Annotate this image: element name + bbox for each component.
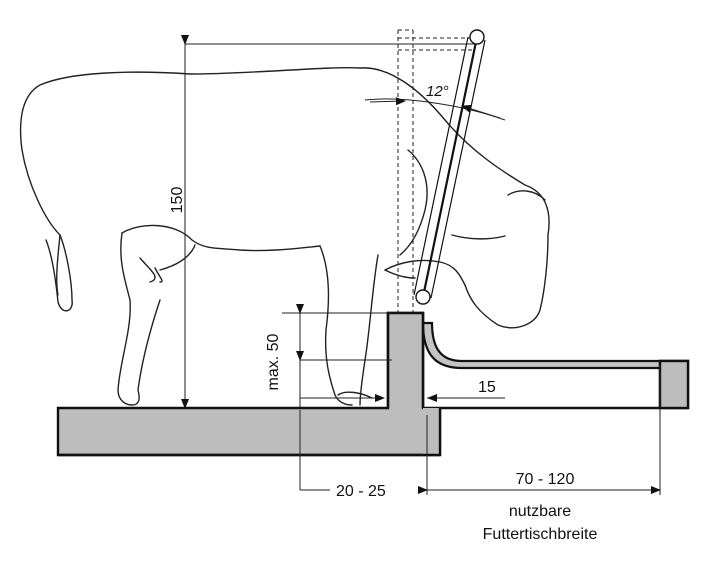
caption-line-1: nutzbare: [509, 503, 571, 520]
dimension-70-120-label: 70 - 120: [516, 471, 575, 488]
floor-slab: [56, 311, 690, 457]
bottom-pivot: [415, 289, 431, 305]
angle-12: 12°: [364, 83, 506, 121]
feeding-table: [421, 321, 690, 410]
dimension-20-25-label: 20 - 25: [336, 483, 386, 500]
dimension-150: 150: [169, 35, 478, 409]
caption: nutzbare Futtertischbreite: [483, 503, 598, 543]
barrier-curb: [58, 311, 442, 457]
top-pivot: [469, 29, 485, 45]
dimension-15: 15: [427, 379, 505, 402]
dimension-max-50: max. 50: [265, 304, 392, 408]
caption-line-2: Futtertischbreite: [483, 526, 598, 543]
post-dashed: [397, 29, 475, 313]
dimension-70-120: 70 - 120: [418, 365, 661, 495]
inclined-neck-rail: [413, 29, 486, 305]
dimension-15-label: 15: [478, 379, 496, 396]
angle-12-label: 12°: [426, 83, 449, 100]
dimension-max-50-label: max. 50: [265, 333, 282, 390]
cow-outline: [19, 67, 550, 406]
dimension-20-25: 20 - 25: [299, 394, 386, 500]
dimension-150-label: 150: [169, 187, 186, 214]
